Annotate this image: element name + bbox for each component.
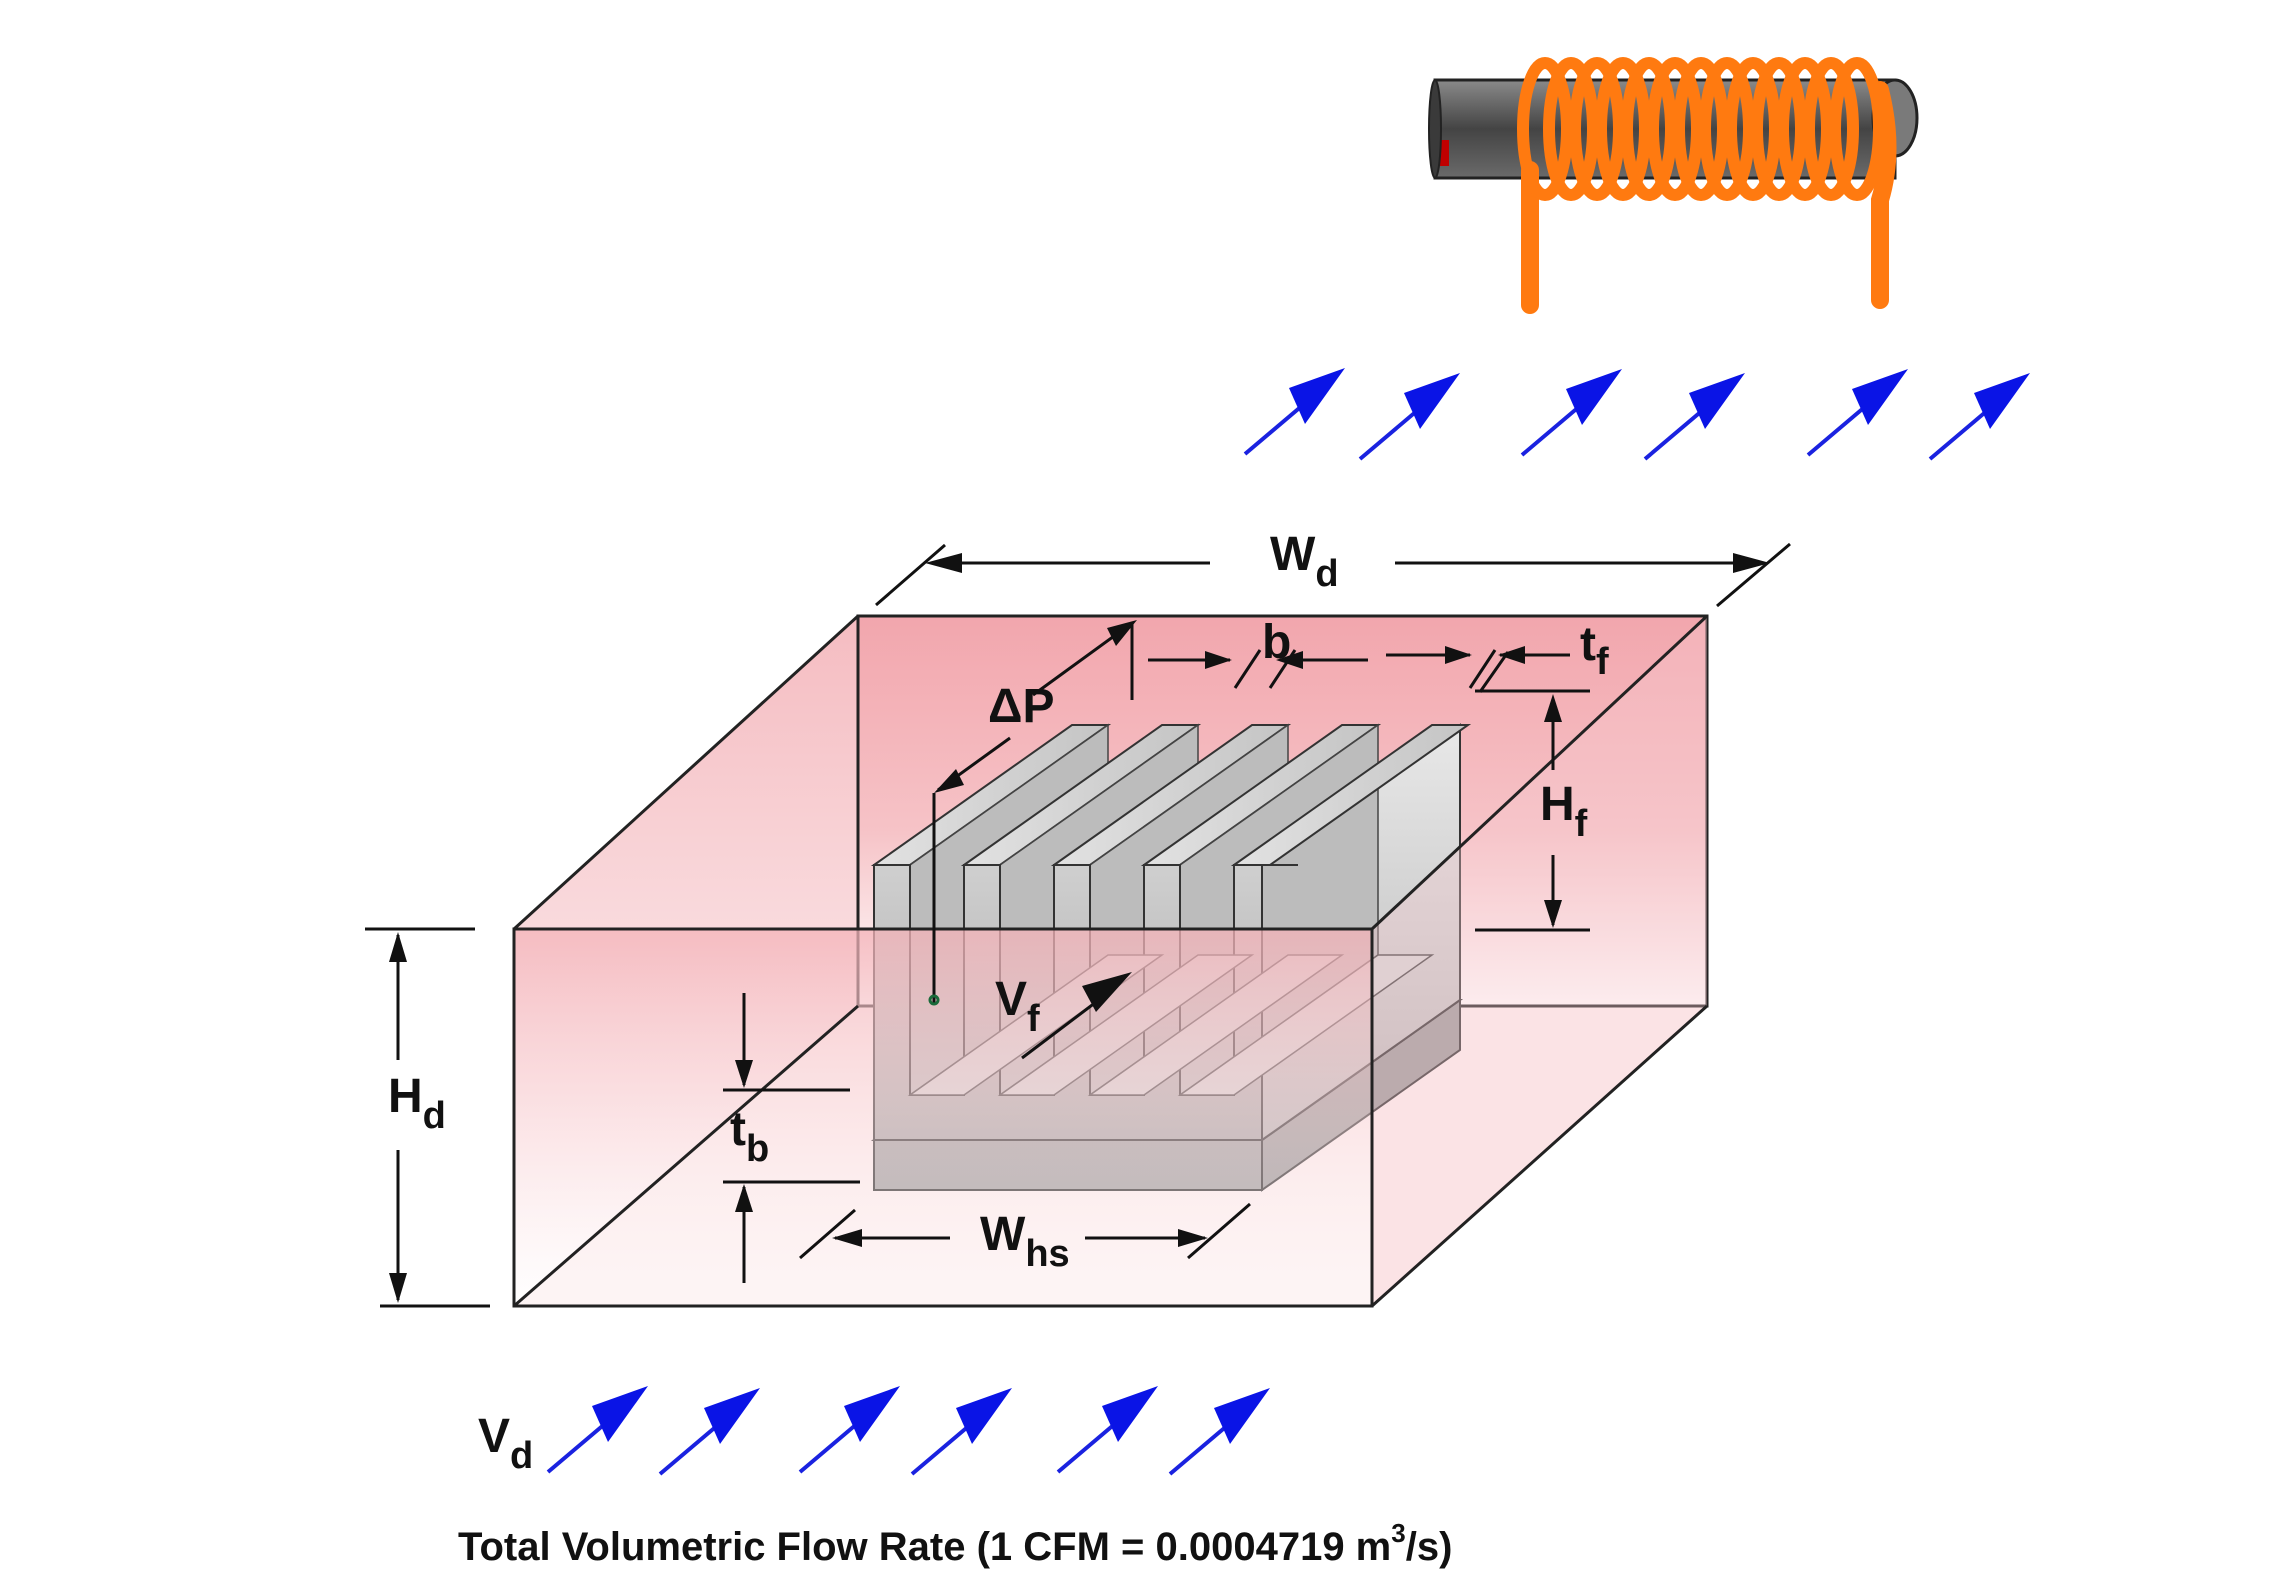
label-hf: Hf: [1540, 778, 1588, 845]
coil-turn: [1543, 57, 1599, 201]
caption: Total Volumetric Flow Rate (1 CFM = 0.00…: [458, 1518, 1452, 1569]
label-tb: tb: [730, 1103, 769, 1170]
airflow-arrow-icon: [910, 1386, 1014, 1476]
label-wd: Wd: [1270, 528, 1339, 595]
label-b: b: [1262, 616, 1291, 669]
airflow-arrow-icon: [1928, 371, 2032, 461]
coil-turn: [1517, 57, 1573, 201]
coil-turn: [1751, 57, 1807, 201]
label-hd: Hd: [388, 1070, 446, 1137]
coil-turn: [1621, 57, 1677, 201]
duct-front: [512, 614, 1709, 1308]
airflow-arrow-icon: [798, 1384, 902, 1474]
airflow-arrow-icon: [1806, 367, 1910, 457]
dimension-lines: [365, 542, 1791, 1308]
coil-turn: [1569, 57, 1625, 201]
coil-turn: [1777, 57, 1833, 201]
coil-turn: [1803, 57, 1859, 201]
label-vf: Vf: [995, 973, 1040, 1040]
airflow-arrow-icon: [1056, 1384, 1160, 1474]
airflow-arrow-icon: [1643, 371, 1747, 461]
coil-turn: [1673, 57, 1729, 201]
coil-turn: [1725, 57, 1781, 201]
airflow-arrow-icon: [658, 1386, 762, 1476]
lower-airflow-arrows: [546, 1384, 1272, 1476]
airflow-arrow-icon: [1358, 371, 1462, 461]
coil-turn: [1829, 57, 1885, 201]
caption-prefix: Total Volumetric Flow Rate (1 CFM = 0.00…: [458, 1525, 1391, 1569]
airflow-arrow-icon: [546, 1384, 650, 1474]
label-vd: Vd: [478, 1410, 533, 1477]
label-whs: Whs: [980, 1208, 1070, 1275]
coil-turn: [1647, 57, 1703, 201]
coil-turn: [1699, 57, 1755, 201]
caption-suffix: /s): [1406, 1525, 1453, 1569]
caption-superscript: 3: [1391, 1518, 1405, 1548]
label-delta-p: ΔP: [988, 680, 1055, 733]
dimension-labels: Wd b tf ΔP Hf Vf Hd tb Whs Vd: [388, 528, 1609, 1477]
coil-windings: [1517, 57, 1885, 201]
airflow-arrow-icon: [1520, 367, 1624, 457]
label-tf: tf: [1580, 618, 1609, 683]
airflow-arrow-icon: [1168, 1386, 1272, 1476]
upper-airflow-arrows: [1243, 366, 2032, 461]
coil-icon: [1428, 57, 1919, 314]
airflow-arrow-icon: [1243, 366, 1347, 456]
coil-turn: [1595, 57, 1651, 201]
